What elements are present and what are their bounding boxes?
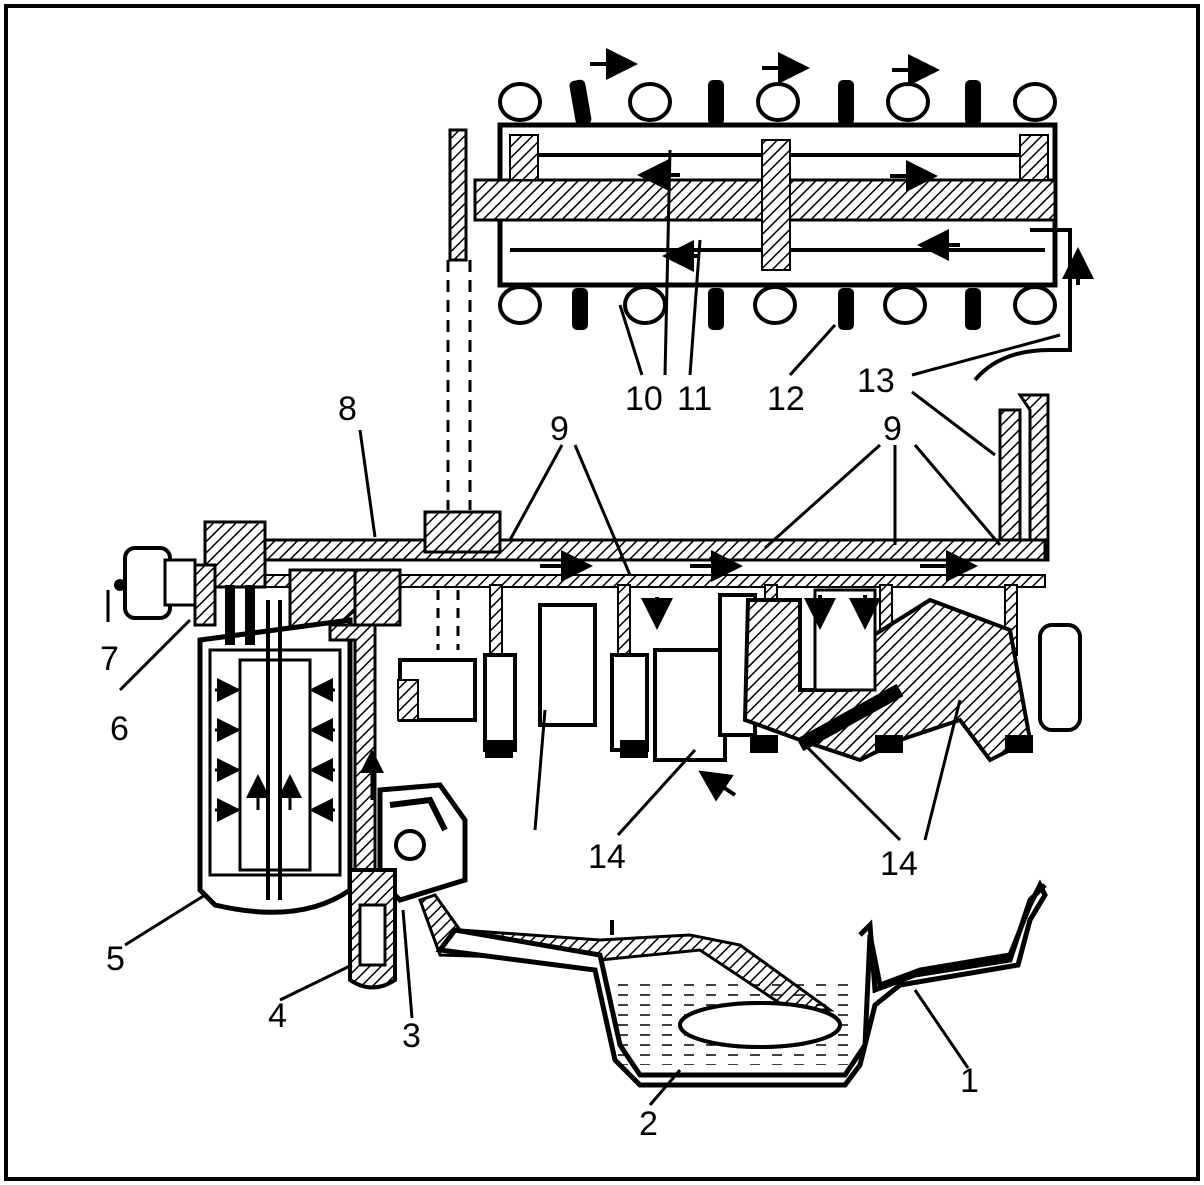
label-7: 7	[100, 640, 119, 678]
label-6: 6	[110, 710, 129, 748]
bypass-valve	[193, 563, 217, 627]
label-10: 10	[625, 380, 663, 418]
block-casting-2	[353, 568, 402, 627]
label-13: 13	[857, 362, 895, 400]
crankshaft	[483, 584, 1082, 802]
timing-chain	[436, 128, 472, 650]
dipstick	[858, 883, 1047, 994]
oil-sump	[435, 879, 1048, 1088]
label-5: 5	[106, 940, 125, 978]
label-9b: 9	[883, 410, 902, 448]
label-9a: 9	[550, 410, 569, 448]
leader-lines	[118, 149, 1061, 1106]
diagram-frame	[4, 4, 1200, 1181]
label-14b: 14	[880, 845, 918, 883]
oil-pump	[377, 782, 468, 903]
label-2: 2	[639, 1105, 658, 1143]
label-8: 8	[338, 390, 357, 428]
callout-labels: 1 2 3 4 5 6 7 8 9 9 10 11 12 13 14 14	[100, 362, 979, 1143]
pressure-relief-valve	[348, 868, 397, 990]
crank-sprocket	[397, 658, 477, 722]
camshaft-assembly	[473, 48, 1094, 330]
label-3: 3	[402, 1017, 421, 1055]
label-1: 1	[960, 1062, 979, 1100]
oil-pressure-sensor	[106, 546, 197, 622]
label-12: 12	[767, 380, 805, 418]
label-4: 4	[268, 997, 287, 1035]
oil-filter	[197, 585, 353, 915]
label-11: 11	[677, 380, 712, 418]
label-14a: 14	[588, 838, 626, 876]
